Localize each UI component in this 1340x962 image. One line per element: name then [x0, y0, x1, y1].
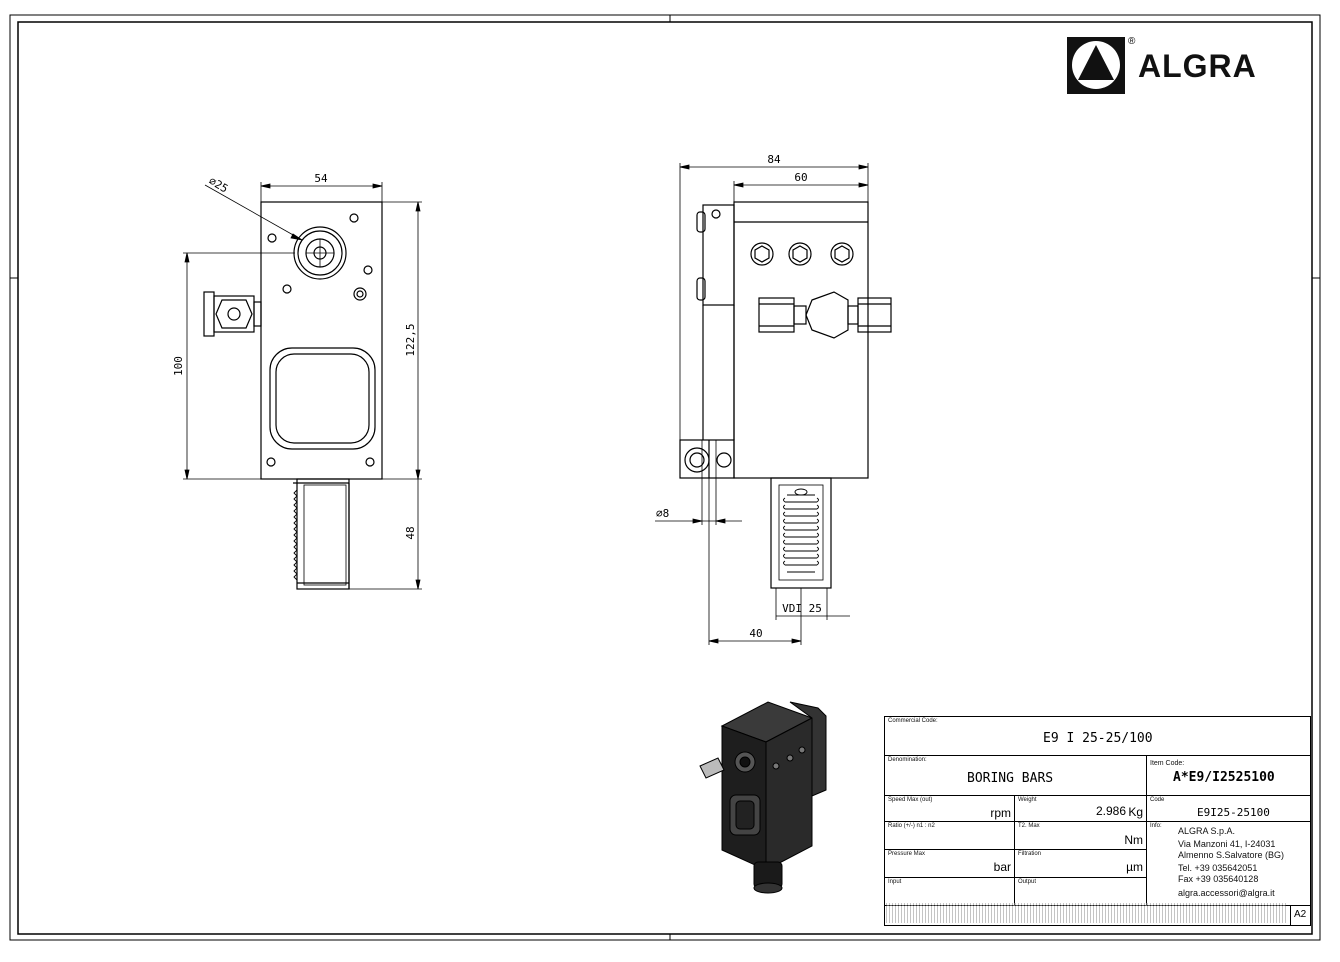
- brand-logo-text: ALGRA: [1138, 48, 1257, 84]
- item-code-value: A*E9/I2525100: [1173, 770, 1275, 785]
- company-fax: Fax +39 035640128: [1178, 874, 1259, 884]
- company-info: ALGRA S.p.A. Via Manzoni 41, I-24031 Alm…: [1178, 826, 1284, 899]
- side-dimensions: [655, 163, 869, 645]
- commercial-code-caption: Commercial Code:: [888, 718, 938, 724]
- denomination-caption: Denomination:: [888, 757, 927, 763]
- output-caption: Output: [1018, 879, 1037, 885]
- isometric-view: [699, 701, 827, 894]
- info-cell: Info:: [1147, 822, 1310, 906]
- company-name: ALGRA S.p.A.: [1178, 826, 1236, 836]
- pressure-unit: bar: [993, 860, 1011, 874]
- commercial-code-value: E9 I 25-25/100: [1043, 731, 1153, 746]
- filtration-cell: Filtration µm: [1015, 850, 1147, 878]
- torque-caption: T2. Max: [1018, 823, 1040, 829]
- weight-unit: Kg: [1128, 805, 1143, 819]
- company-address-2: Almenno S.Salvatore (BG): [1178, 850, 1285, 860]
- speed-caption: Speed Max (out): [888, 797, 933, 803]
- denomination-value: BORING BARS: [967, 771, 1054, 786]
- ratio-cell: Ratio (+/-) n1 : n2: [885, 822, 1015, 850]
- fine-print-notice: [886, 903, 1286, 923]
- dim-body-height: 122,5: [404, 323, 417, 356]
- side-view: [679, 201, 892, 589]
- front-view: [203, 201, 383, 590]
- registered-mark: ®: [1128, 36, 1136, 47]
- company-address-1: Via Manzoni 41, I-24031: [1178, 839, 1276, 849]
- dim-side-total-width: 84: [767, 153, 781, 166]
- dim-shank-label: VDI 25: [782, 602, 822, 615]
- pressure-caption: Pressure Max: [888, 851, 926, 857]
- code-cell: Code E9I25-25100: [1147, 796, 1310, 822]
- ratio-caption: Ratio (+/-) n1 : n2: [888, 823, 935, 829]
- filtration-unit: µm: [1126, 860, 1143, 874]
- sheet-size: A2: [1294, 909, 1307, 920]
- code-value: E9I25-25100: [1197, 806, 1270, 819]
- weight-caption: Weight: [1018, 797, 1037, 803]
- speed-cell: Speed Max (out) rpm: [885, 796, 1015, 822]
- output-cell: Output: [1015, 878, 1147, 906]
- pressure-cell: Pressure Max bar: [885, 850, 1015, 878]
- filtration-caption: Filtration: [1018, 851, 1042, 857]
- weight-cell: Weight 2.986 Kg: [1015, 796, 1147, 822]
- inner-border: [17, 21, 1313, 935]
- outer-border: [9, 14, 1321, 941]
- torque-unit: Nm: [1124, 833, 1143, 847]
- algra-logo-icon: [1067, 37, 1125, 94]
- input-cell: Input: [885, 878, 1015, 906]
- torque-cell: T2. Max Nm: [1015, 822, 1147, 850]
- company-email: algra.accessori@algra.it: [1178, 888, 1275, 898]
- sheet-size-cell: A2: [1290, 906, 1310, 925]
- dim-hole-diameter: ∅8: [656, 507, 669, 520]
- item-code-caption: Item Code:: [1150, 760, 1185, 767]
- speed-unit: rpm: [990, 806, 1011, 820]
- dim-shank-length: 48: [404, 526, 417, 539]
- company-tel: Tel. +39 035642051: [1178, 863, 1258, 873]
- title-block: Commercial Code: E9 I 25-25/100 Denomina…: [884, 716, 1311, 926]
- input-caption: Input: [888, 879, 902, 885]
- commercial-code-cell: Commercial Code: E9 I 25-25/100: [885, 717, 1310, 756]
- denomination-cell: Denomination: BORING BARS: [885, 756, 1147, 796]
- item-code-cell: Item Code: A*E9/I2525100: [1147, 756, 1310, 796]
- weight-value: 2.986: [1095, 804, 1126, 818]
- info-caption: Info:: [1150, 823, 1162, 829]
- dim-bore-diameter: ∅25: [207, 174, 231, 195]
- dim-front-width: 54: [314, 172, 328, 185]
- code-caption: Code: [1150, 797, 1165, 803]
- front-dimensions: [183, 182, 422, 590]
- dim-center-height: 100: [172, 356, 185, 376]
- dim-side-body-width: 60: [794, 171, 807, 184]
- dim-offset: 40: [749, 627, 762, 640]
